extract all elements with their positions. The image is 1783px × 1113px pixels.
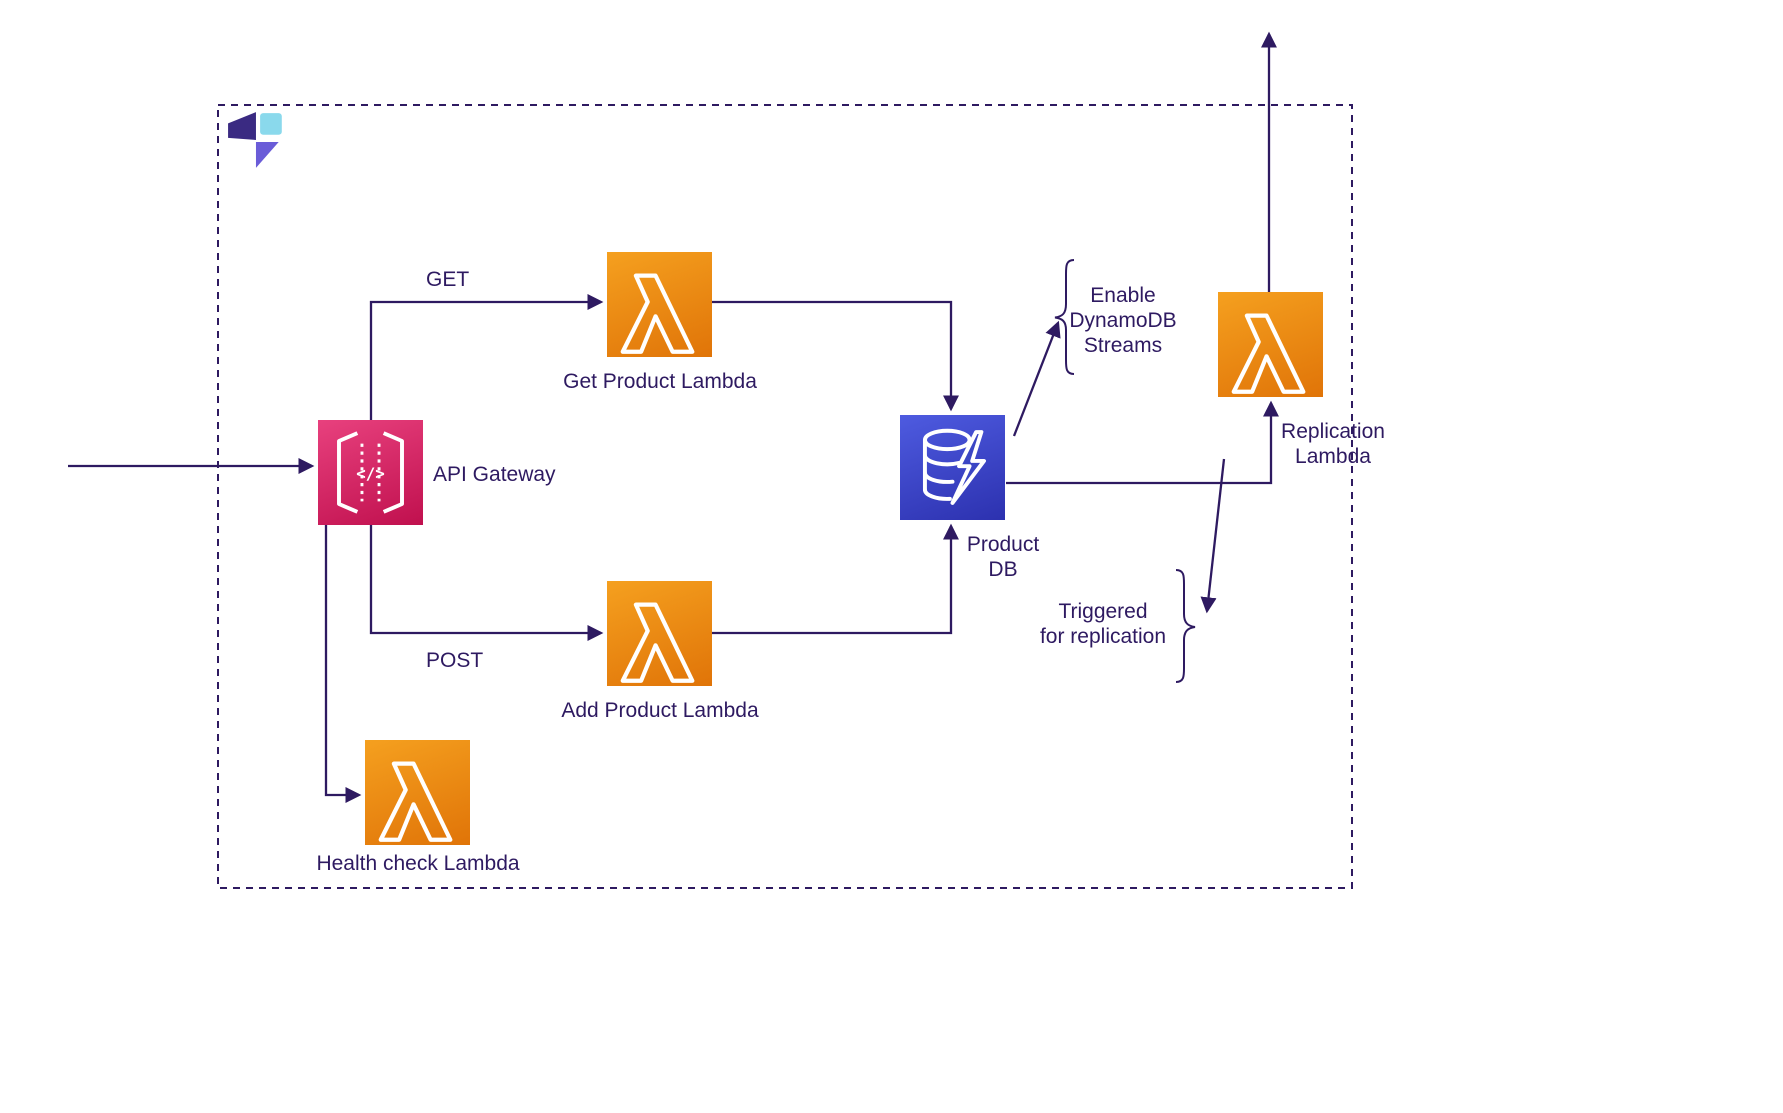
account-boundary [217,104,1353,889]
annotation-triggered-line2: for replication [1039,625,1167,649]
edge-pointer-triggered-replication [1200,458,1226,614]
diagram-tool-logo-icon [228,112,282,168]
product-db-label-line2: DB [988,558,1018,582]
annotation-enable-dynamodb-streams: Enable DynamoDB Streams [1062,283,1184,359]
node-add-product-lambda[interactable] [607,581,712,686]
product-db-label: Product DB [940,532,1066,582]
edge-db-to-replication-lambda [1006,400,1280,485]
health-check-lambda-label: Health check Lambda [316,852,520,875]
aws-lambda-icon [378,761,453,842]
brace-enable-streams [1054,259,1075,375]
annotation-triggered-for-replication: Triggered for replication [1022,599,1184,649]
replication-lambda-label-line2: Lambda [1295,445,1371,469]
get-product-lambda-label: Get Product Lambda [563,370,757,393]
api-gateway-label: API Gateway [433,463,556,486]
replication-lambda-label-line1: Replication [1281,420,1385,443]
annotation-enable-streams-line2: DynamoDB [1069,309,1177,333]
brace-triggered-replication [1175,569,1196,683]
aws-api-gateway-icon: </> [337,431,404,514]
edge-label-get: GET [426,268,470,291]
replication-lambda-label: Replication Lambda [1269,419,1397,469]
edge-post-to-add-lambda [369,525,604,642]
api-gateway-glyph-text: </> [356,464,384,483]
diagram-tool-logo [226,110,288,172]
aws-lambda-icon [1231,313,1306,394]
edge-label-post: POST [426,649,484,672]
edge-gateway-to-healthcheck [324,525,362,804]
annotation-triggered-line1: Triggered [1058,600,1148,623]
node-replication-lambda[interactable] [1218,292,1323,397]
edge-get-lambda-to-db [712,300,960,412]
edge-pointer-enable-streams [1012,320,1061,437]
annotation-enable-streams-line3: Streams [1083,334,1163,358]
aws-dynamodb-icon [922,428,986,505]
edge-get-to-get-lambda [369,293,604,420]
aws-lambda-icon [620,602,695,683]
node-product-db[interactable] [900,415,1005,520]
add-product-lambda-label: Add Product Lambda [561,699,759,722]
node-get-product-lambda[interactable] [607,252,712,357]
product-db-label-line1: Product [966,533,1040,556]
edge-add-lambda-to-db [712,523,960,635]
node-health-check-lambda[interactable] [365,740,470,845]
node-api-gateway[interactable]: </> [318,420,423,525]
annotation-enable-streams-line1: Enable [1090,284,1156,307]
aws-lambda-icon [620,273,695,354]
